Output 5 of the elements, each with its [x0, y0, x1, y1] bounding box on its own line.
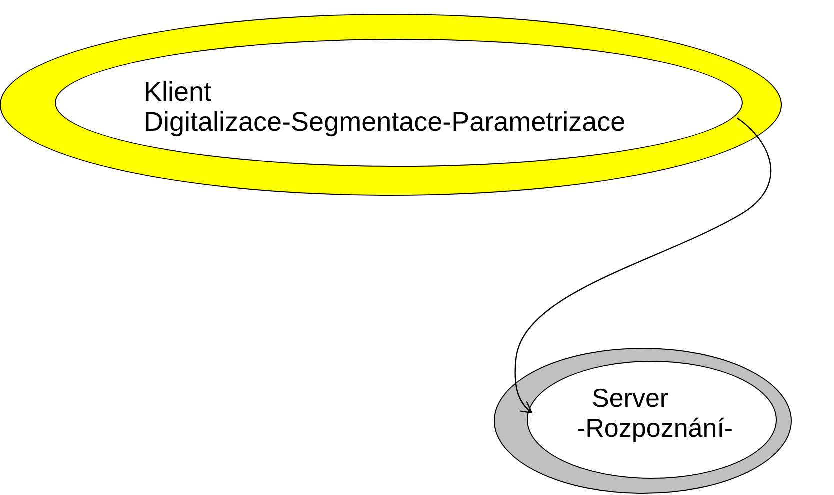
node-title: Klient — [144, 78, 212, 108]
node-title: Server — [592, 384, 669, 413]
curved-arrow — [514, 118, 772, 414]
node-text: Digitalizace-Segmentace-Parametrizace — [144, 108, 626, 138]
node-text: -Rozpoznání- — [577, 414, 734, 443]
